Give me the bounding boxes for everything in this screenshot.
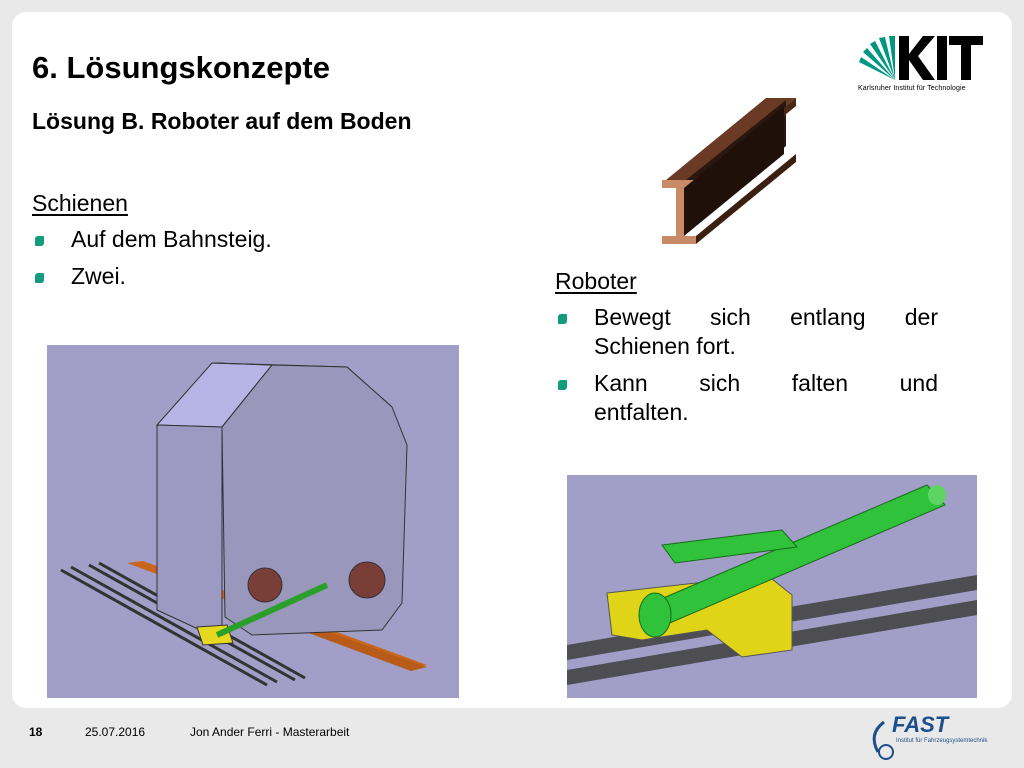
- page-title: 6. Lösungskonzepte: [32, 50, 330, 85]
- kit-logo-mark: [859, 36, 983, 80]
- schienen-section: Schienen Auf dem Bahnsteig. Zwei.: [32, 190, 452, 299]
- roboter-heading: Roboter: [555, 268, 637, 294]
- bullet-icon: [35, 236, 44, 246]
- schienen-heading: Schienen: [32, 190, 128, 216]
- footer-date: 25.07.2016: [85, 725, 146, 739]
- fast-logo: FAST Institut für Fahrzeugsystemtechnik: [872, 712, 988, 760]
- kit-tagline: Karlsruher Institut für Technologie: [858, 85, 966, 92]
- fast-logo-tagline: Institut für Fahrzeugsystemtechnik: [896, 738, 988, 744]
- bullet-icon: [558, 380, 567, 390]
- fast-logo-letters: FAST: [892, 712, 950, 737]
- schienen-list: Auf dem Bahnsteig. Zwei.: [32, 225, 452, 291]
- footer-author: Jon Ander Ferri - Masterarbeit: [190, 725, 350, 739]
- i-beam-image: [658, 88, 803, 253]
- bullet-icon: [35, 273, 44, 283]
- page-subtitle: Lösung B. Roboter auf dem Boden: [32, 108, 412, 134]
- footer-page-number: 18: [29, 725, 43, 739]
- bullet-icon: [558, 314, 567, 324]
- train-rails-cad-image: [47, 345, 459, 698]
- list-item: Auf dem Bahnsteig.: [32, 225, 452, 254]
- list-item: Zwei.: [32, 262, 452, 291]
- robot-cad-image: [567, 475, 977, 698]
